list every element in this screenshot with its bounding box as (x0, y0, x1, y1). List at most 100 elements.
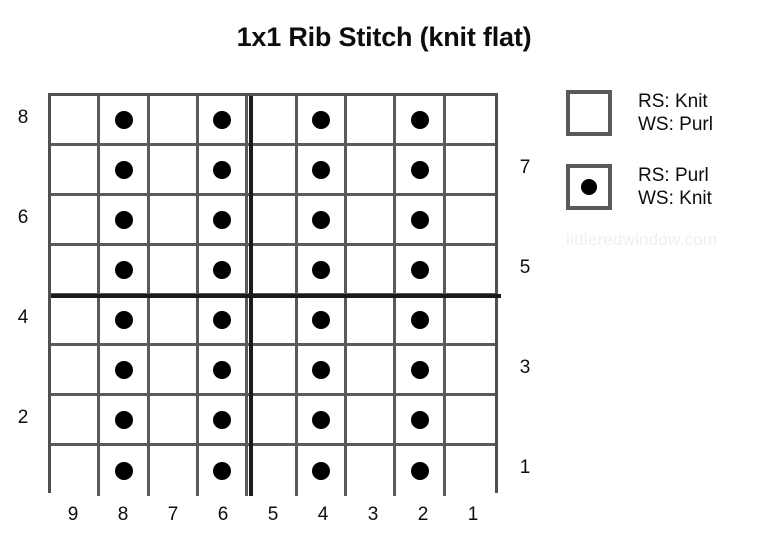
column-number-label-1: 1 (467, 504, 479, 525)
chart-cell-purl[interactable] (396, 246, 446, 296)
chart-cell-knit[interactable] (149, 196, 200, 246)
chart-cell-knit[interactable] (248, 146, 298, 196)
chart-cell-knit[interactable] (347, 346, 397, 396)
chart-cell-purl[interactable] (396, 196, 446, 246)
purl-dot-icon (410, 110, 429, 129)
chart-cell-knit[interactable] (347, 246, 397, 296)
chart-cell-knit[interactable] (248, 296, 298, 346)
chart-cell-knit[interactable] (51, 146, 101, 196)
purl-dot-icon (114, 260, 133, 279)
chart-cell-knit[interactable] (149, 446, 200, 496)
chart-cell-purl[interactable] (100, 396, 150, 446)
chart-cell-knit[interactable] (347, 146, 397, 196)
purl-dot-icon (213, 110, 232, 129)
chart-cell-knit[interactable] (149, 296, 200, 346)
chart-cell-purl[interactable] (199, 196, 249, 246)
chart-cell-knit[interactable] (347, 196, 397, 246)
purl-dot-icon (410, 210, 429, 229)
chart-cell-knit[interactable] (149, 246, 200, 296)
chart-row (51, 96, 496, 146)
column-number-label-8: 8 (117, 504, 129, 525)
chart-cell-knit[interactable] (51, 96, 101, 146)
legend-purl-swatch-icon (566, 164, 612, 210)
chart-cell-knit[interactable] (347, 96, 397, 146)
chart-cell-purl[interactable] (100, 146, 150, 196)
chart-cell-knit[interactable] (248, 96, 298, 146)
chart-cell-purl[interactable] (199, 446, 249, 496)
purl-dot-icon (114, 210, 133, 229)
chart-cell-purl[interactable] (100, 196, 150, 246)
row-number-label-4: 4 (17, 307, 29, 328)
chart-cell-purl[interactable] (199, 246, 249, 296)
purl-dot-icon (213, 310, 232, 329)
chart-cell-purl[interactable] (100, 96, 150, 146)
chart-cell-knit[interactable] (347, 396, 397, 446)
stitch-chart-grid (48, 93, 501, 496)
chart-cell-purl[interactable] (199, 396, 249, 446)
chart-cell-purl[interactable] (199, 96, 249, 146)
chart-cell-knit[interactable] (51, 246, 101, 296)
chart-cell-knit[interactable] (248, 446, 298, 496)
chart-cell-knit[interactable] (149, 96, 200, 146)
legend-label-rs: RS: Knit (638, 91, 708, 112)
purl-dot-icon (114, 310, 133, 329)
chart-row (51, 446, 496, 496)
chart-cell-knit[interactable] (347, 296, 397, 346)
chart-cell-knit[interactable] (445, 196, 496, 246)
chart-cell-purl[interactable] (297, 396, 348, 446)
chart-cell-knit[interactable] (347, 446, 397, 496)
chart-cell-knit[interactable] (445, 296, 496, 346)
purl-dot-icon (311, 410, 330, 429)
chart-cell-purl[interactable] (199, 346, 249, 396)
chart-cell-purl[interactable] (396, 346, 446, 396)
chart-cell-purl[interactable] (297, 346, 348, 396)
chart-cell-purl[interactable] (396, 296, 446, 346)
chart-cell-knit[interactable] (445, 146, 496, 196)
chart-cell-purl[interactable] (297, 446, 348, 496)
row-number-label-8: 8 (17, 107, 29, 128)
chart-cell-purl[interactable] (199, 296, 249, 346)
chart-cell-knit[interactable] (445, 346, 496, 396)
chart-cell-purl[interactable] (100, 296, 150, 346)
chart-cell-purl[interactable] (297, 96, 348, 146)
chart-cell-knit[interactable] (445, 246, 496, 296)
chart-cell-knit[interactable] (248, 396, 298, 446)
chart-cell-knit[interactable] (445, 96, 496, 146)
purl-dot-icon (410, 260, 429, 279)
chart-cell-knit[interactable] (51, 396, 101, 446)
chart-cell-purl[interactable] (396, 146, 446, 196)
chart-cell-purl[interactable] (100, 246, 150, 296)
chart-cell-purl[interactable] (396, 396, 446, 446)
chart-cell-purl[interactable] (297, 246, 348, 296)
chart-cell-knit[interactable] (51, 196, 101, 246)
column-number-label-4: 4 (317, 504, 329, 525)
chart-cell-purl[interactable] (297, 146, 348, 196)
column-number-label-6: 6 (217, 504, 229, 525)
purl-dot-icon (213, 210, 232, 229)
chart-cell-knit[interactable] (445, 396, 496, 446)
chart-cell-knit[interactable] (248, 346, 298, 396)
purl-dot-icon (311, 210, 330, 229)
chart-cell-knit[interactable] (51, 296, 101, 346)
chart-cell-knit[interactable] (248, 246, 298, 296)
chart-cell-purl[interactable] (297, 196, 348, 246)
purl-dot-icon (213, 160, 232, 179)
chart-cell-purl[interactable] (100, 346, 150, 396)
chart-cell-knit[interactable] (51, 446, 101, 496)
purl-dot-icon (581, 179, 597, 195)
chart-cell-knit[interactable] (149, 346, 200, 396)
chart-cell-knit[interactable] (149, 146, 200, 196)
row-number-label-1: 1 (519, 457, 531, 478)
chart-cell-knit[interactable] (445, 446, 496, 496)
chart-cell-purl[interactable] (396, 446, 446, 496)
purl-dot-icon (114, 410, 133, 429)
chart-cell-purl[interactable] (199, 146, 249, 196)
chart-cell-purl[interactable] (297, 296, 348, 346)
legend-label-ws: WS: Purl (638, 114, 713, 135)
chart-cell-purl[interactable] (100, 446, 150, 496)
chart-cell-purl[interactable] (396, 96, 446, 146)
chart-cell-knit[interactable] (248, 196, 298, 246)
chart-cell-knit[interactable] (149, 396, 200, 446)
chart-cell-knit[interactable] (51, 346, 101, 396)
